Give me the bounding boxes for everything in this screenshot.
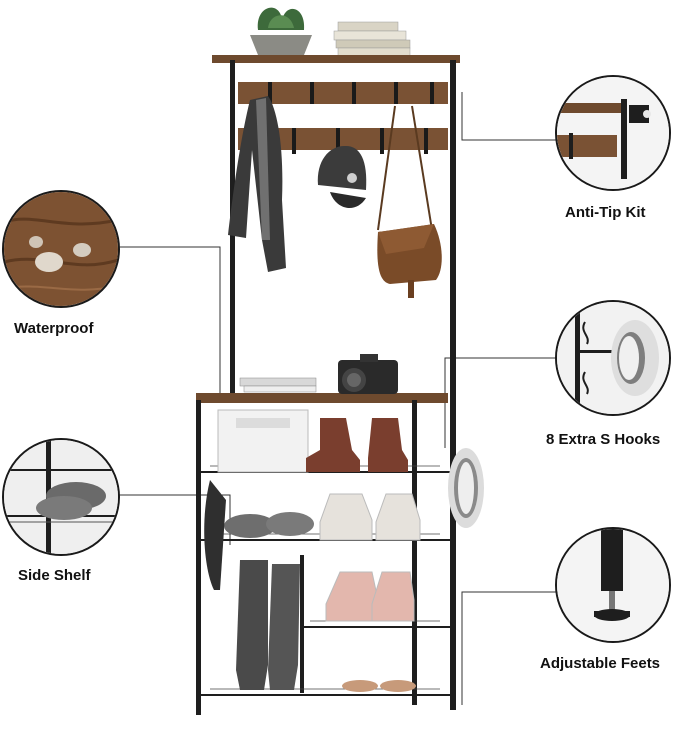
anti-tip-callout (555, 75, 671, 191)
plant-pot-decor (250, 7, 312, 55)
bench-top-shelf (196, 393, 448, 403)
slippers-decor (224, 512, 314, 538)
sandals-decor (342, 680, 416, 692)
s-hook-hat-icon (557, 302, 669, 414)
waterproof-callout (2, 190, 120, 308)
upper-hook-board (238, 82, 448, 104)
storage-basket-decor (217, 409, 309, 473)
book-stack-decor (333, 21, 411, 57)
umbrella-decor (204, 480, 226, 590)
wood-water-droplet-icon (4, 192, 118, 306)
scarf-decor (228, 96, 286, 272)
tall-boots-decor (236, 560, 300, 690)
handbag-decor (377, 105, 442, 298)
side-shelf-shoes-icon (4, 440, 118, 554)
side-hat-decor (448, 448, 484, 528)
pink-sneakers-decor (325, 571, 415, 622)
s-hooks-callout (555, 300, 671, 416)
wall-bracket-icon (557, 77, 669, 189)
extra-s-hooks-label: 8 Extra S Hooks (546, 431, 661, 448)
side-shelf-label: Side Shelf (18, 567, 91, 584)
waterproof-label: Waterproof (14, 320, 94, 337)
adjustable-foot-icon (557, 529, 669, 641)
lower-hook-board (238, 128, 448, 150)
top-shelf (212, 55, 460, 63)
white-sneakers-decor (319, 493, 421, 541)
cap-decor (317, 145, 367, 209)
adjustable-feets-label: Adjustable Feets (540, 655, 661, 672)
adjustable-feet-callout (555, 527, 671, 643)
brown-boots-decor (306, 418, 408, 472)
camera-decor (338, 354, 398, 394)
side-shelf-callout (2, 438, 120, 556)
anti-tip-kit-label: Anti-Tip Kit (565, 204, 646, 221)
